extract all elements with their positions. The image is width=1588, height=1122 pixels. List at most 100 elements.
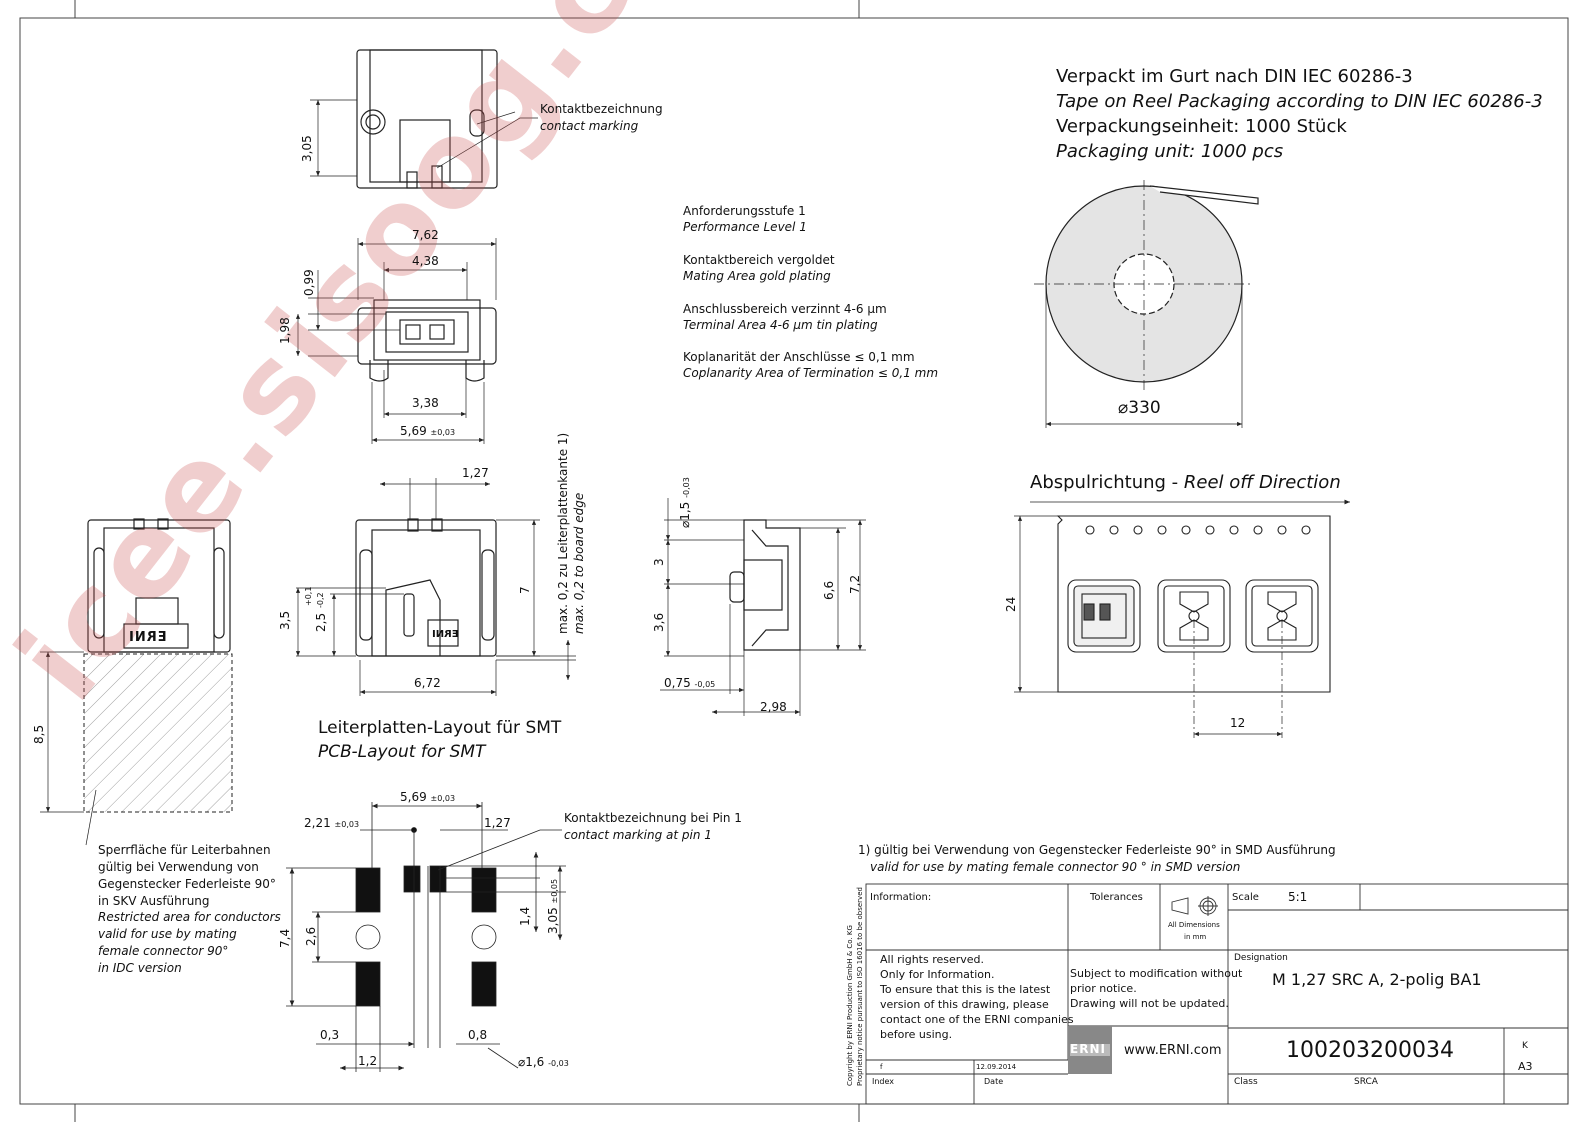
side-view-drawing xyxy=(295,478,576,696)
dim-7: 7 xyxy=(518,586,532,594)
spec-0-en: Performance Level 1 xyxy=(683,220,807,234)
footnote-de: 1) gültig bei Verwendung von Gegenstecke… xyxy=(858,843,1336,857)
dim-305-tol: ±0,05 xyxy=(550,878,559,904)
rights-1: Only for Information. xyxy=(880,968,995,981)
tolerances-label: Tolerances xyxy=(1090,892,1143,903)
pin1-marking-en: contact marking at pin 1 xyxy=(564,828,712,842)
dim-85: 8,5 xyxy=(32,724,46,744)
pin1-marking-de: Kontaktbezeichnung bei Pin 1 xyxy=(564,811,742,825)
website: www.ERNI.com xyxy=(1124,1043,1222,1058)
title-block-frame xyxy=(865,883,1569,1105)
dim-15-tol: -0,03 xyxy=(682,477,691,498)
spec-1-en: Mating Area gold plating xyxy=(683,269,831,283)
restricted-de-3: in SKV Ausführung xyxy=(98,894,210,908)
spec-2-de: Anschlussbereich verzinnt 4-6 µm xyxy=(683,302,887,316)
erni-logo-side: ERNI xyxy=(432,629,459,640)
rights-3: version of this drawing, please xyxy=(880,998,1049,1011)
packaging-de-line1: Verpackt im Gurt nach DIN IEC 60286-3 xyxy=(1056,66,1413,87)
reel-off-de: Abspulrichtung - xyxy=(1030,472,1184,493)
dim-25: 2,5 xyxy=(314,613,328,632)
revision: K xyxy=(1522,1041,1528,1051)
class-label: Class xyxy=(1234,1077,1258,1087)
dim-15: ⌀1,5 -0,03 xyxy=(678,477,692,528)
dim-25-tol-bot: -0,2 xyxy=(316,592,325,608)
part-number: 100203200034 xyxy=(1286,1038,1454,1063)
designation-value: M 1,27 SRC A, 2-polig BA1 xyxy=(1272,970,1482,989)
pcb-layout-drawing xyxy=(286,802,566,1072)
dim-inner-width: 4,38 xyxy=(412,254,439,268)
restricted-de-1: gültig bei Verwendung von xyxy=(98,860,259,874)
dim-16: ⌀1,6 -0,03 xyxy=(518,1055,569,1069)
in-mm-label: in mm xyxy=(1184,933,1207,941)
packaging-en-line1: Tape on Reel Packaging according to DIN … xyxy=(1056,91,1543,112)
dim-221-value: 2,21 xyxy=(304,816,331,830)
dim-08: 0,8 xyxy=(468,1028,488,1042)
format: A3 xyxy=(1518,1060,1533,1073)
scale-label: Scale xyxy=(1232,892,1259,903)
subject-1: prior notice. xyxy=(1070,982,1137,995)
dim-298: 2,98 xyxy=(760,700,787,714)
index-label: Index xyxy=(872,1077,895,1086)
contact-marking-de: Kontaktbezeichnung xyxy=(540,102,663,116)
spec-3-en: Coplanarity Area of Termination ≤ 0,1 mm xyxy=(683,366,939,380)
spec-3-de: Koplanarität der Anschlüsse ≤ 0,1 mm xyxy=(683,350,915,364)
dim-12-tape: 12 xyxy=(1230,716,1246,730)
tolerance-symbol xyxy=(1171,896,1218,916)
erni-logo: ERNI xyxy=(1070,1042,1106,1056)
dim-672: 6,72 xyxy=(414,676,441,690)
dim-075-tol: -0,05 xyxy=(694,680,716,689)
spec-1-de: Kontaktbereich vergoldet xyxy=(683,253,835,267)
subject-0: Subject to modification without xyxy=(1070,967,1243,980)
reel-diameter-value: 330 xyxy=(1128,398,1161,418)
restricted-de-2: Gegenstecker Federleiste 90° xyxy=(98,877,276,891)
dim-569-pcb: 5,69 ±0,03 xyxy=(400,790,455,804)
rights-4: contact one of the ERNI companies xyxy=(880,1013,1074,1026)
dim-075-value: 0,75 xyxy=(664,676,691,690)
pcb-title-en: PCB-Layout for SMT xyxy=(318,742,486,762)
restricted-en-1: valid for use by mating xyxy=(98,927,237,941)
dim-25-value: 2,5 xyxy=(314,612,328,632)
dim-305-value: 3,05 xyxy=(546,907,560,934)
dim-3: 3 xyxy=(652,558,666,566)
packaging-en-line2: Packaging unit: 1000 pcs xyxy=(1056,141,1284,162)
reel-diameter-label: ⌀330 xyxy=(1118,398,1161,418)
dim-569-front-tol: ±0,03 xyxy=(430,428,456,437)
board-edge-de: max. 0,2 zu Leiterplattenkante 1) xyxy=(556,432,570,634)
top-view-drawing xyxy=(310,49,538,189)
dim-099: 0,99 xyxy=(302,269,316,296)
packaging-de-line2: Verpackungseinheit: 1000 Stück xyxy=(1056,116,1347,137)
spec-0-de: Anforderungsstufe 1 xyxy=(683,204,806,218)
dim-72: 7,2 xyxy=(848,574,862,594)
end-view-drawing xyxy=(660,498,866,716)
all-dimensions-label: All Dimensions xyxy=(1168,921,1220,929)
reel-drawing xyxy=(1034,180,1259,428)
class-value: SRCA xyxy=(1354,1077,1378,1087)
dim-36: 3,6 xyxy=(652,612,666,632)
dim-24: 24 xyxy=(1004,596,1018,612)
dim-569-front-value: 5,69 xyxy=(400,424,427,438)
erni-logo-small: ERNI xyxy=(128,630,167,645)
spec-2-en: Terminal Area 4-6 µm tin plating xyxy=(683,318,878,332)
restricted-de-0: Sperrfläche für Leiterbahnen xyxy=(98,843,271,857)
footnote-en: valid for use by mating female connector… xyxy=(870,860,1241,874)
contact-marking-en: contact marking xyxy=(540,119,639,133)
dim-16-value: 1,6 xyxy=(525,1055,545,1069)
reel-off-direction: Abspulrichtung - Reel off Direction xyxy=(1030,472,1341,493)
dim-12-pcb: 1,2 xyxy=(358,1054,378,1068)
rights-2: To ensure that this is the latest xyxy=(880,983,1051,996)
dim-569-pcb-value: 5,69 xyxy=(400,790,427,804)
rights-5: before using. xyxy=(880,1028,953,1041)
date-label: Date xyxy=(984,1077,1004,1086)
information-label: Information: xyxy=(870,892,932,903)
dim-127-side: 1,27 xyxy=(462,466,489,480)
dim-15-value: 1,5 xyxy=(678,501,692,521)
restricted-en-3: in IDC version xyxy=(98,961,182,975)
dim-127-pcb: 1,27 xyxy=(484,816,511,830)
dim-25-tol-top: +0,1 xyxy=(304,586,313,606)
dim-075: 0,75 -0,05 xyxy=(664,676,715,690)
dim-305: 3,05 ±0,05 xyxy=(546,879,560,934)
scale-value: 5:1 xyxy=(1288,890,1308,904)
dim-569-front: 5,69 ±0,03 xyxy=(400,424,455,438)
dim-569-pcb-tol: ±0,03 xyxy=(430,794,456,803)
